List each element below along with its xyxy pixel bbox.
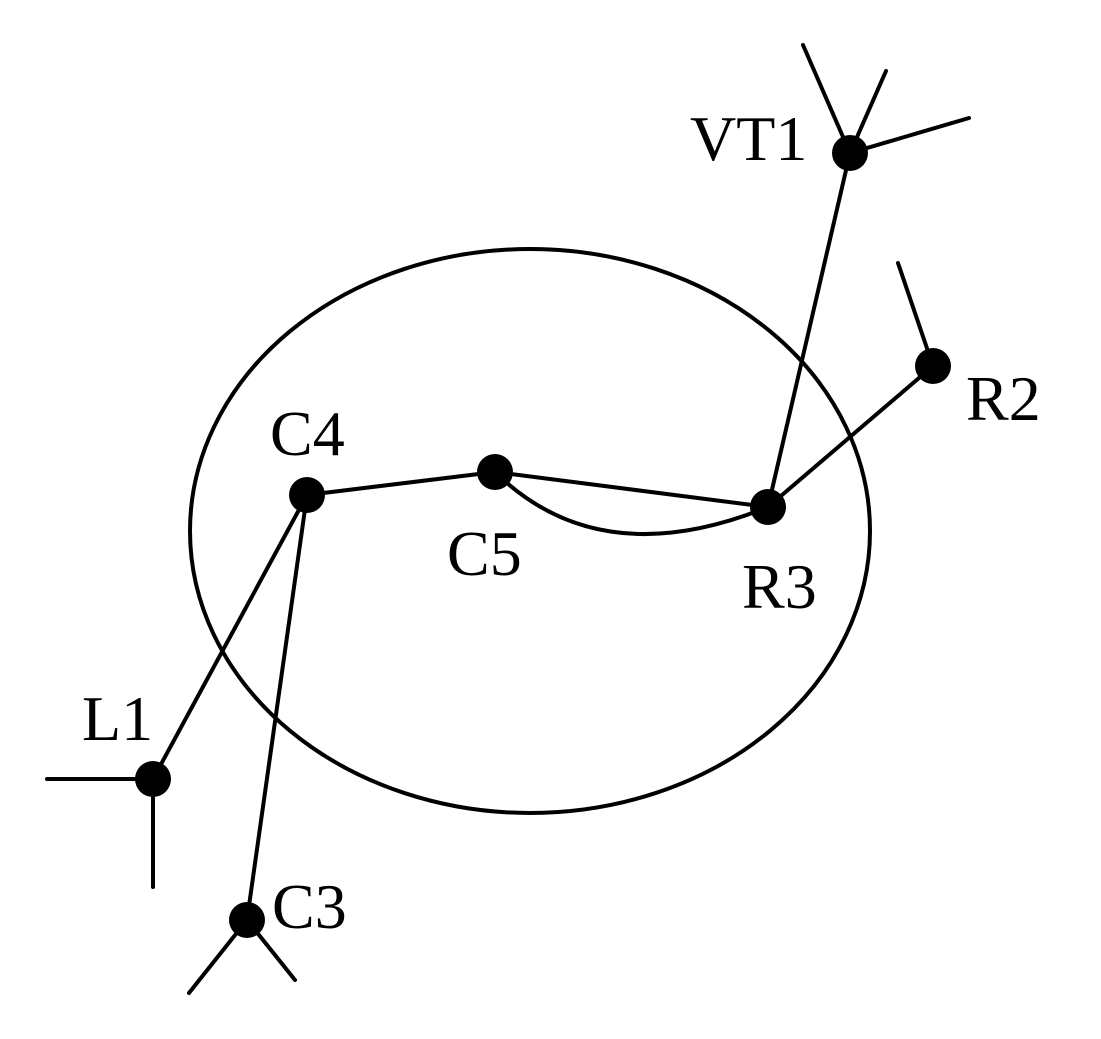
edge-c4-c5 [305,470,497,497]
stub-r2-upper [896,261,935,368]
node-c5 [477,454,513,490]
node-r2 [915,348,951,384]
stub-vt1-right [848,116,971,155]
label-c3: C3 [272,871,347,942]
label-vt1: VT1 [690,103,807,174]
node-c4 [289,477,325,513]
node-c3 [229,902,265,938]
edge-r3-r2 [766,364,935,509]
node-labels: VT1 R2 C4 C5 R3 L1 C3 [82,103,1041,942]
edge-c4-l1 [151,493,309,781]
edge-c5-r3 [493,470,770,509]
edge-c5-r3-arc [493,470,770,537]
node-l1 [135,761,171,797]
label-c4: C4 [270,398,345,469]
cluster-boundary-ellipse [188,247,872,815]
edge-r3-vt1 [766,151,852,509]
label-r3: R3 [742,551,817,622]
label-l1: L1 [82,683,153,754]
nodes [135,135,951,938]
label-r2: R2 [966,363,1041,434]
stub-vt1-upper-left [801,43,852,155]
node-vt1 [832,135,868,171]
label-c5: C5 [447,518,522,589]
edges [151,151,935,922]
node-r3 [750,489,786,525]
edge-c4-c3 [245,493,309,922]
